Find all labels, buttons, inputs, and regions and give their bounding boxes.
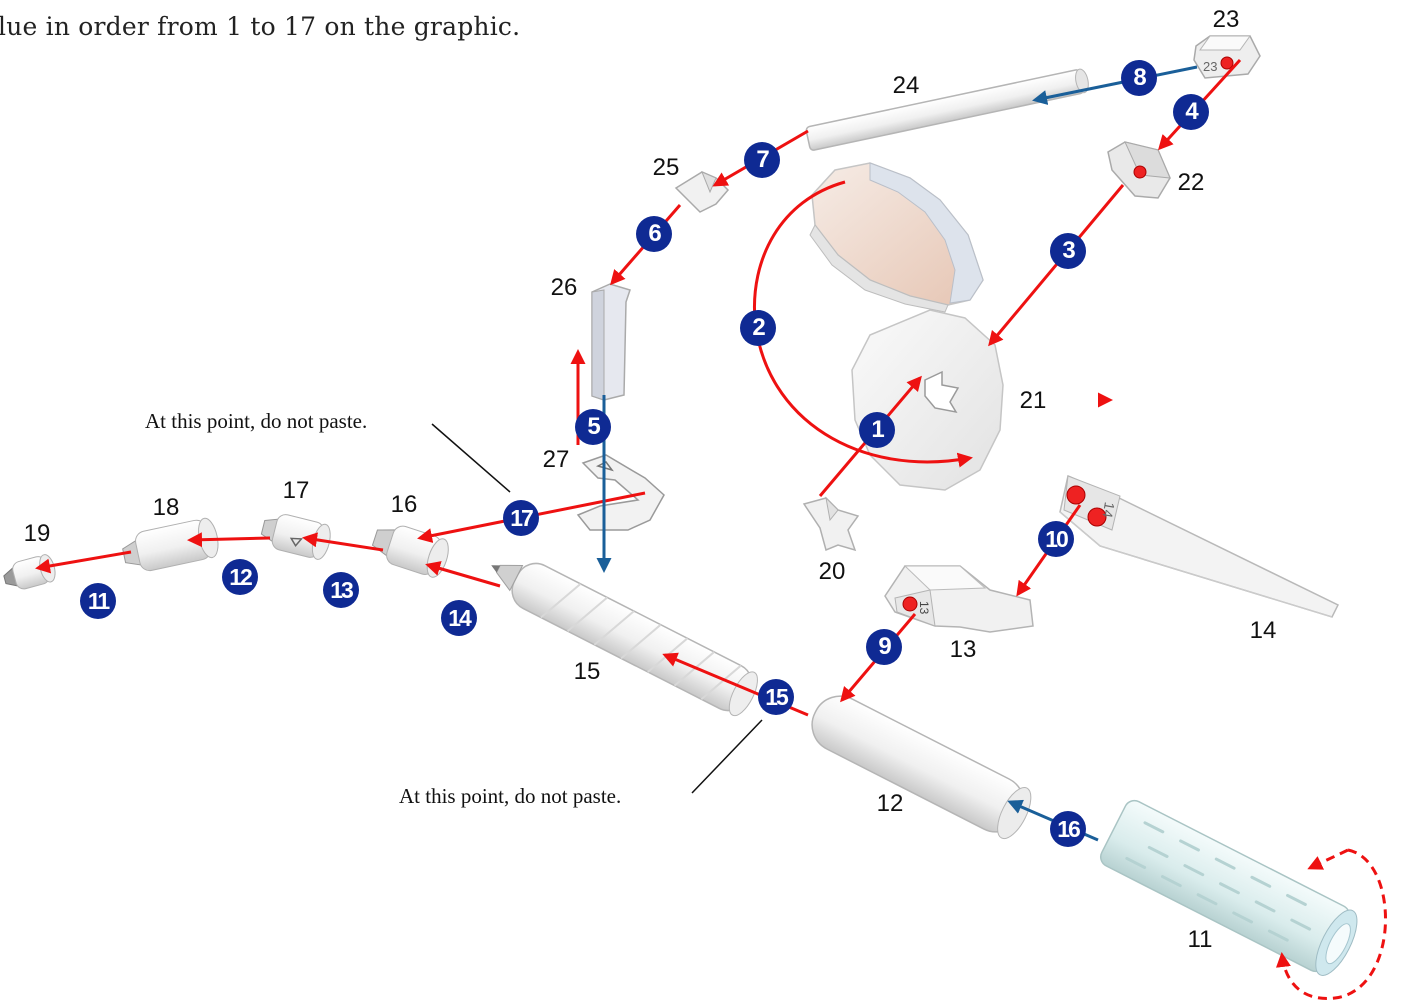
part-label-16: 16	[390, 491, 418, 518]
part-label-19: 19	[23, 520, 51, 547]
step-badge-9: 9	[866, 629, 902, 665]
step-badge-13: 13	[323, 572, 359, 608]
part-label-26: 26	[550, 274, 578, 301]
part-label-20: 20	[818, 558, 846, 585]
part-14-tapered-stick	[1059, 474, 1340, 618]
step-badge-2: 2	[740, 310, 776, 346]
step-badge-6: 6	[636, 216, 672, 252]
part-15-pen-body	[491, 562, 758, 717]
step-badge-3: 3	[1050, 233, 1086, 269]
part-11-grip-tube	[1099, 799, 1358, 976]
part-18-ring	[122, 517, 219, 572]
part-13-marking: 13	[917, 601, 931, 615]
part-label-23: 23	[1212, 6, 1240, 33]
part-17-ring	[260, 514, 331, 560]
part-label-17: 17	[282, 477, 310, 504]
step-badge-5: 5	[575, 409, 611, 445]
part-label-14: 14	[1249, 617, 1277, 644]
intro-instruction: lue in order from 1 to 17 on the graphic…	[0, 12, 521, 41]
red-dot-glue-icon	[902, 56, 1234, 612]
part-label-18: 18	[152, 494, 180, 521]
part-label-21: 21	[1019, 387, 1047, 414]
step-badge-8: 8	[1121, 60, 1157, 96]
part-25-small-piece	[674, 171, 730, 213]
part-27-clip	[576, 454, 665, 531]
step-badge-7: 7	[744, 142, 780, 178]
leader-line	[431, 423, 763, 794]
part-label-27: 27	[542, 446, 570, 473]
part-21-disc-open	[809, 162, 984, 313]
step-badge-14: 14	[441, 600, 477, 636]
step-badge-15: 15	[758, 679, 794, 715]
note-do-not-paste-bottom: At this point, do not paste.	[399, 784, 622, 808]
step-badge-4: 4	[1173, 94, 1209, 130]
part-label-12: 12	[876, 790, 904, 817]
step-badge-12: 12	[222, 559, 258, 595]
step-badge-11: 11	[80, 583, 116, 619]
part-label-25: 25	[652, 154, 680, 181]
part-14-marking: 14	[1099, 501, 1117, 519]
step-badge-17: 17	[503, 500, 539, 536]
part-label-22: 22	[1177, 169, 1205, 196]
part-24-rod	[805, 68, 1089, 151]
step-badge-10: 10	[1038, 521, 1074, 557]
part-19-tip	[3, 554, 56, 590]
part-label-11: 11	[1187, 926, 1213, 953]
step-badge-16: 16	[1050, 811, 1086, 847]
part-label-15: 15	[573, 658, 601, 685]
part-21-disc	[851, 309, 1004, 491]
part-26-strip	[591, 283, 631, 401]
part-label-13: 13	[949, 636, 977, 663]
dashed-rotate-arrow-icon	[1275, 848, 1387, 1000]
step-badge-1: 1	[859, 412, 895, 448]
part-12-tube	[811, 695, 1032, 840]
part-23-marking: 23	[1203, 59, 1217, 74]
part-20-small-tab	[802, 496, 860, 552]
part-label-24: 24	[892, 72, 920, 99]
note-do-not-paste-top: At this point, do not paste.	[145, 409, 368, 433]
